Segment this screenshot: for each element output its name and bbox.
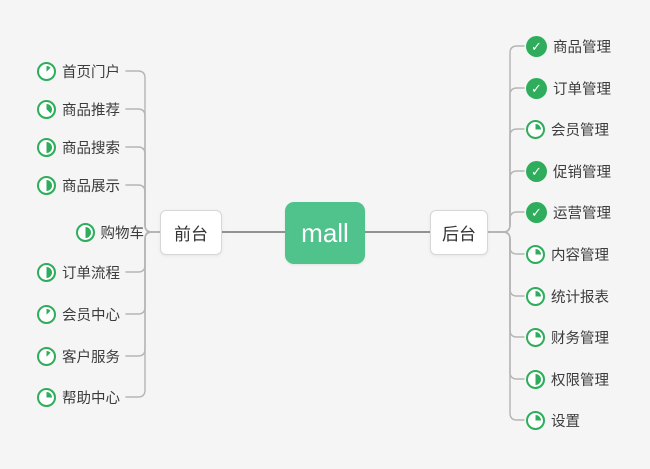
mindmap-item[interactable]: 商品推荐 [37,97,120,121]
item-label: 商品展示 [62,178,120,195]
mindmap-item[interactable]: 权限管理 [526,367,609,391]
item-label: 订单管理 [553,81,611,98]
item-label: 商品搜索 [62,140,120,157]
mindmap-item[interactable]: 订单流程 [37,260,120,284]
mindmap-item[interactable]: ✓ 促销管理 [526,159,611,183]
progress-pie-icon [37,175,56,195]
progress-pie-icon [37,346,56,366]
item-label: 订单流程 [62,265,120,282]
mindmap-item[interactable]: 首页门户 [37,59,120,83]
item-label: 设置 [551,413,580,430]
mindmap-item[interactable]: 内容管理 [526,242,609,266]
progress-pie-icon [37,387,56,407]
progress-pie-icon [37,61,56,81]
mindmap-item[interactable]: 商品展示 [37,173,120,197]
mindmap-item[interactable]: 帮助中心 [37,385,120,409]
branch-node-backend[interactable]: 后台 [430,210,488,255]
center-node-label: mall [301,217,349,248]
mindmap-item[interactable]: 会员管理 [526,117,609,141]
check-icon: ✓ [526,77,547,99]
item-label: 会员中心 [62,307,120,324]
progress-pie-icon [526,327,545,347]
mindmap-item[interactable]: 购物车 [75,220,145,244]
progress-pie-icon [37,137,56,157]
item-label: 权限管理 [551,372,609,389]
center-node-mall[interactable]: mall [285,202,365,264]
mindmap-item[interactable]: ✓ 商品管理 [526,34,611,58]
item-label: 帮助中心 [62,390,120,407]
progress-pie-icon [526,369,545,389]
item-label: 商品推荐 [62,102,120,119]
item-label: 客户服务 [62,349,120,366]
mindmap-item[interactable]: 财务管理 [526,325,609,349]
item-label: 购物车 [100,225,145,242]
branch-label-backend: 后台 [442,225,476,244]
progress-pie-icon [37,262,56,282]
item-label: 内容管理 [551,247,609,264]
mindmap-item[interactable]: 设置 [526,408,580,432]
progress-pie-icon [75,222,95,242]
progress-pie-icon [37,304,56,324]
mindmap-item[interactable]: ✓ 运营管理 [526,200,611,224]
check-icon: ✓ [526,160,547,182]
item-label: 统计报表 [551,289,609,306]
mindmap-item[interactable]: 统计报表 [526,284,609,308]
progress-pie-icon [526,286,545,306]
progress-pie-icon [37,99,56,119]
item-label: 会员管理 [551,122,609,139]
item-label: 促销管理 [553,164,611,181]
mindmap-item[interactable]: 会员中心 [37,302,120,326]
branch-node-frontend[interactable]: 前台 [160,210,222,255]
mindmap-item[interactable]: ✓ 订单管理 [526,76,611,100]
mindmap-item[interactable]: 商品搜索 [37,135,120,159]
check-icon: ✓ [526,201,547,223]
item-label: 运营管理 [553,205,611,222]
item-label: 首页门户 [62,64,120,81]
progress-pie-icon [526,244,545,264]
progress-pie-icon [526,119,545,139]
mindmap-item[interactable]: 客户服务 [37,344,120,368]
item-label: 商品管理 [553,39,611,56]
item-label: 财务管理 [551,330,609,347]
progress-pie-icon [526,410,545,430]
check-icon: ✓ [526,35,547,57]
branch-label-frontend: 前台 [174,225,208,244]
